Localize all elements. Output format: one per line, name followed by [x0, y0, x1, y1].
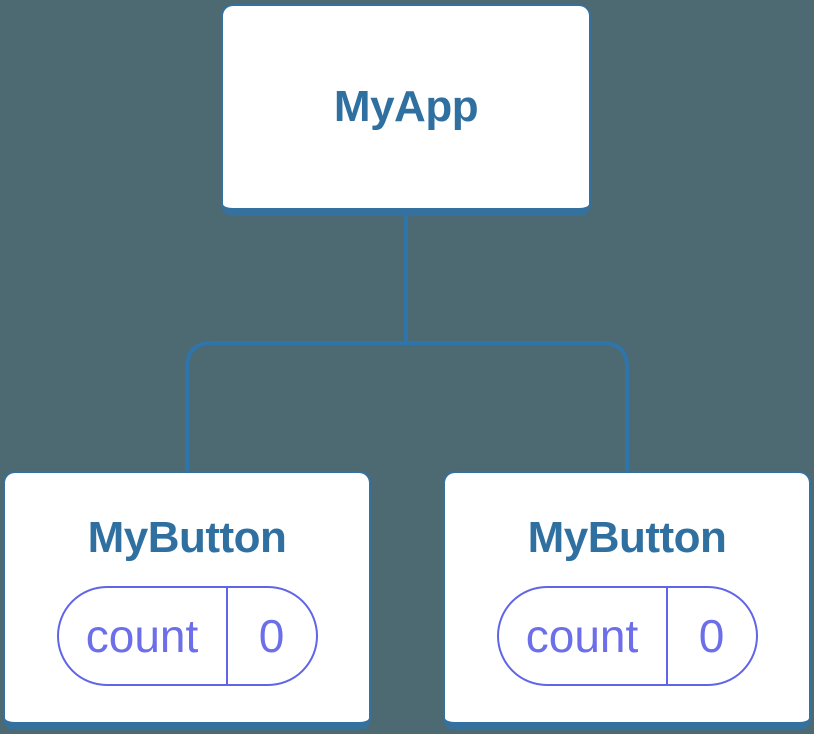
connector-branch	[185, 341, 629, 471]
component-node-mybutton-right: MyButton count 0	[443, 471, 811, 730]
state-value-left: 0	[258, 609, 285, 662]
state-key-right: count	[499, 587, 668, 684]
state-pill-left: count 0	[56, 585, 318, 686]
component-label-mybutton-right: MyButton	[527, 513, 727, 562]
component-node-mybutton-left: MyButton count 0	[3, 471, 371, 730]
state-key-left: count	[59, 587, 228, 684]
state-pill-right: count 0	[496, 585, 758, 686]
component-label-myapp: MyApp	[333, 81, 479, 131]
component-node-myapp: MyApp	[221, 4, 591, 216]
state-value-right: 0	[698, 609, 725, 662]
component-label-mybutton-left: MyButton	[87, 513, 287, 562]
